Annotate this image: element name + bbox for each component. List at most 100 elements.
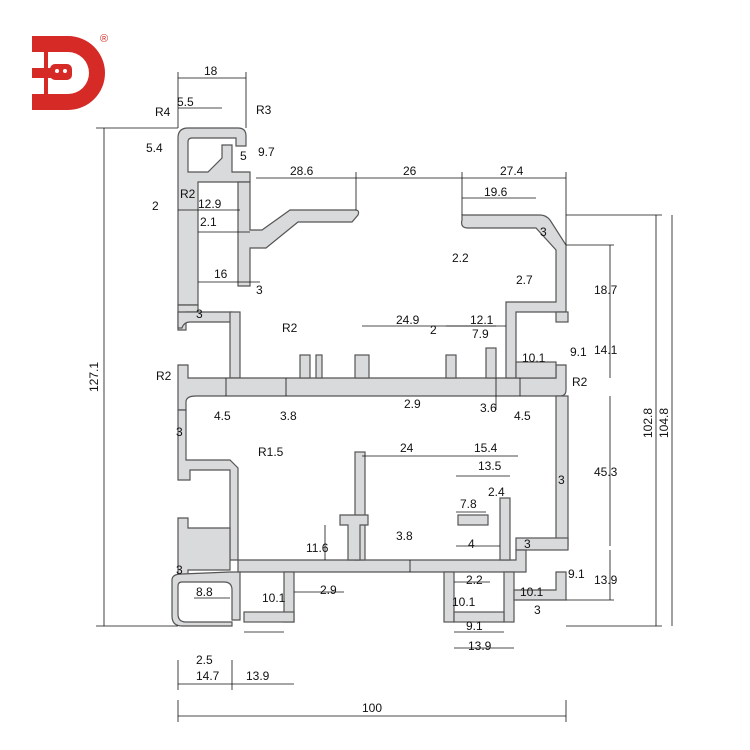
right-lower-wall [555, 395, 569, 547]
dim-13-5: 13.5 [478, 459, 502, 473]
dim-4-5-b: 4.5 [514, 409, 531, 423]
dim-9-7: 9.7 [258, 145, 275, 159]
dim-13-9-c: 13.9 [468, 639, 492, 653]
dim-3-8-a: 3.8 [280, 409, 297, 423]
dim-9-1-c: 9.1 [466, 619, 483, 633]
dim-3-d: 3 [176, 425, 183, 439]
lower-web-2 [499, 497, 511, 561]
rail-bump-3 [354, 354, 370, 379]
dim-3-b: 3 [256, 283, 263, 297]
left-web [229, 311, 241, 379]
dim-8-8: 8.8 [196, 585, 213, 599]
dim-3-f: 3 [524, 537, 531, 551]
bottom-right-corner [513, 571, 567, 601]
lower-tab-right [457, 514, 489, 526]
dim-10-1-c: 10.1 [452, 595, 476, 609]
dim-3-h: 3 [534, 603, 541, 617]
rail-bump-4 [445, 354, 457, 379]
left-lower-wall [177, 409, 239, 561]
dim-100: 100 [362, 701, 382, 715]
left-lower-c [177, 517, 231, 579]
dim-r2-c: R2 [156, 369, 172, 383]
top-fin [237, 181, 360, 287]
dim-2-b: 2 [430, 323, 437, 337]
dim-15-4: 15.4 [474, 441, 498, 455]
dim-2-4: 2.4 [488, 485, 505, 499]
dim-7-8: 7.8 [460, 497, 477, 511]
dim-2-5: 2.5 [196, 653, 213, 667]
dim-2-7: 2.7 [516, 273, 533, 287]
dim-r2-d: R2 [572, 375, 588, 389]
dim-18-7: 18.7 [594, 283, 618, 297]
rail-bump-1 [299, 354, 311, 379]
logo-robot-eye-left [55, 69, 59, 73]
dim-28-6: 28.6 [290, 164, 314, 178]
dim-2-9-a: 2.9 [404, 397, 421, 411]
dim-4-5-a: 4.5 [214, 409, 231, 423]
right-lower-step [515, 537, 569, 551]
dim-10-1-a: 10.1 [522, 351, 546, 365]
dim-12-9: 12.9 [198, 197, 222, 211]
dim-r1-5: R1.5 [258, 445, 284, 459]
dim-7-9: 7.9 [472, 327, 489, 341]
dim-127-1: 127.1 [87, 362, 101, 392]
top-left-hook [177, 127, 251, 306]
dim-9-1-b: 9.1 [568, 567, 585, 581]
aluminum-profile [171, 127, 569, 627]
dim-18: 18 [204, 64, 218, 78]
dim-5-4: 5.4 [146, 141, 163, 155]
right-upper-tab [555, 311, 569, 323]
dim-2-2: 2.2 [452, 251, 469, 265]
dim-3-8-b: 3.8 [396, 529, 413, 543]
dimension-labels: 18 5.5 R4 R3 5.4 5 9.7 R2 2 12.9 2.1 28.… [87, 64, 671, 715]
right-upper-stub [515, 361, 557, 379]
dim-4: 4 [468, 537, 475, 551]
dim-3-e: 3 [558, 473, 565, 487]
dim-3-g: 3 [176, 563, 183, 577]
logo-robot-eye-right [63, 69, 67, 73]
left-upper-tab [177, 311, 233, 329]
dim-3-c: 3 [196, 307, 203, 321]
lower-rail [237, 549, 527, 573]
dim-11-6: 11.6 [306, 541, 329, 555]
dim-102-8: 102.8 [641, 408, 655, 438]
dim-5-5: 5.5 [177, 95, 194, 109]
dim-9-1-a: 9.1 [570, 345, 587, 359]
dim-26: 26 [403, 164, 417, 178]
dim-2-1: 2.1 [200, 215, 217, 229]
dim-14-7: 14.7 [196, 669, 220, 683]
dim-104-8: 104.8 [657, 408, 671, 438]
dim-27-4: 27.4 [500, 164, 524, 178]
bottom-right-box-r [503, 571, 515, 623]
dim-3-6: 3.6 [480, 401, 497, 415]
dim-5: 5 [240, 149, 247, 163]
dim-10-1-b: 10.1 [262, 591, 286, 605]
bottom-right-box-base [453, 611, 505, 623]
bottom-right-box-l [443, 571, 455, 623]
logo-d-shape [32, 36, 105, 110]
dim-2-a: 2 [152, 199, 159, 213]
brand-logo: ® [32, 33, 108, 110]
dim-14-1: 14.1 [594, 343, 618, 357]
dimension-lines [96, 72, 673, 722]
bottom-left-foot [171, 571, 241, 627]
rail-bump-2 [315, 354, 323, 379]
dim-13-9-a: 13.9 [594, 573, 618, 587]
dim-19-6: 19.6 [484, 185, 508, 199]
logo-robot-head [50, 64, 72, 80]
dim-2-2-b: 2.2 [466, 573, 483, 587]
dim-24-9: 24.9 [396, 313, 420, 327]
dim-13-9-b: 13.9 [246, 669, 270, 683]
dim-10-1-d: 10.1 [520, 585, 544, 599]
registered-mark: ® [100, 33, 108, 45]
logo-h-bar [32, 68, 66, 78]
dim-r4: R4 [155, 105, 171, 119]
dim-24: 24 [400, 441, 414, 455]
top-right-hook [461, 214, 567, 379]
rail-bump-5 [485, 347, 497, 379]
dim-3-a: 3 [540, 225, 547, 239]
dim-r3: R3 [256, 103, 272, 117]
lower-t-slot [339, 514, 369, 561]
dim-r2-a: R2 [180, 187, 196, 201]
